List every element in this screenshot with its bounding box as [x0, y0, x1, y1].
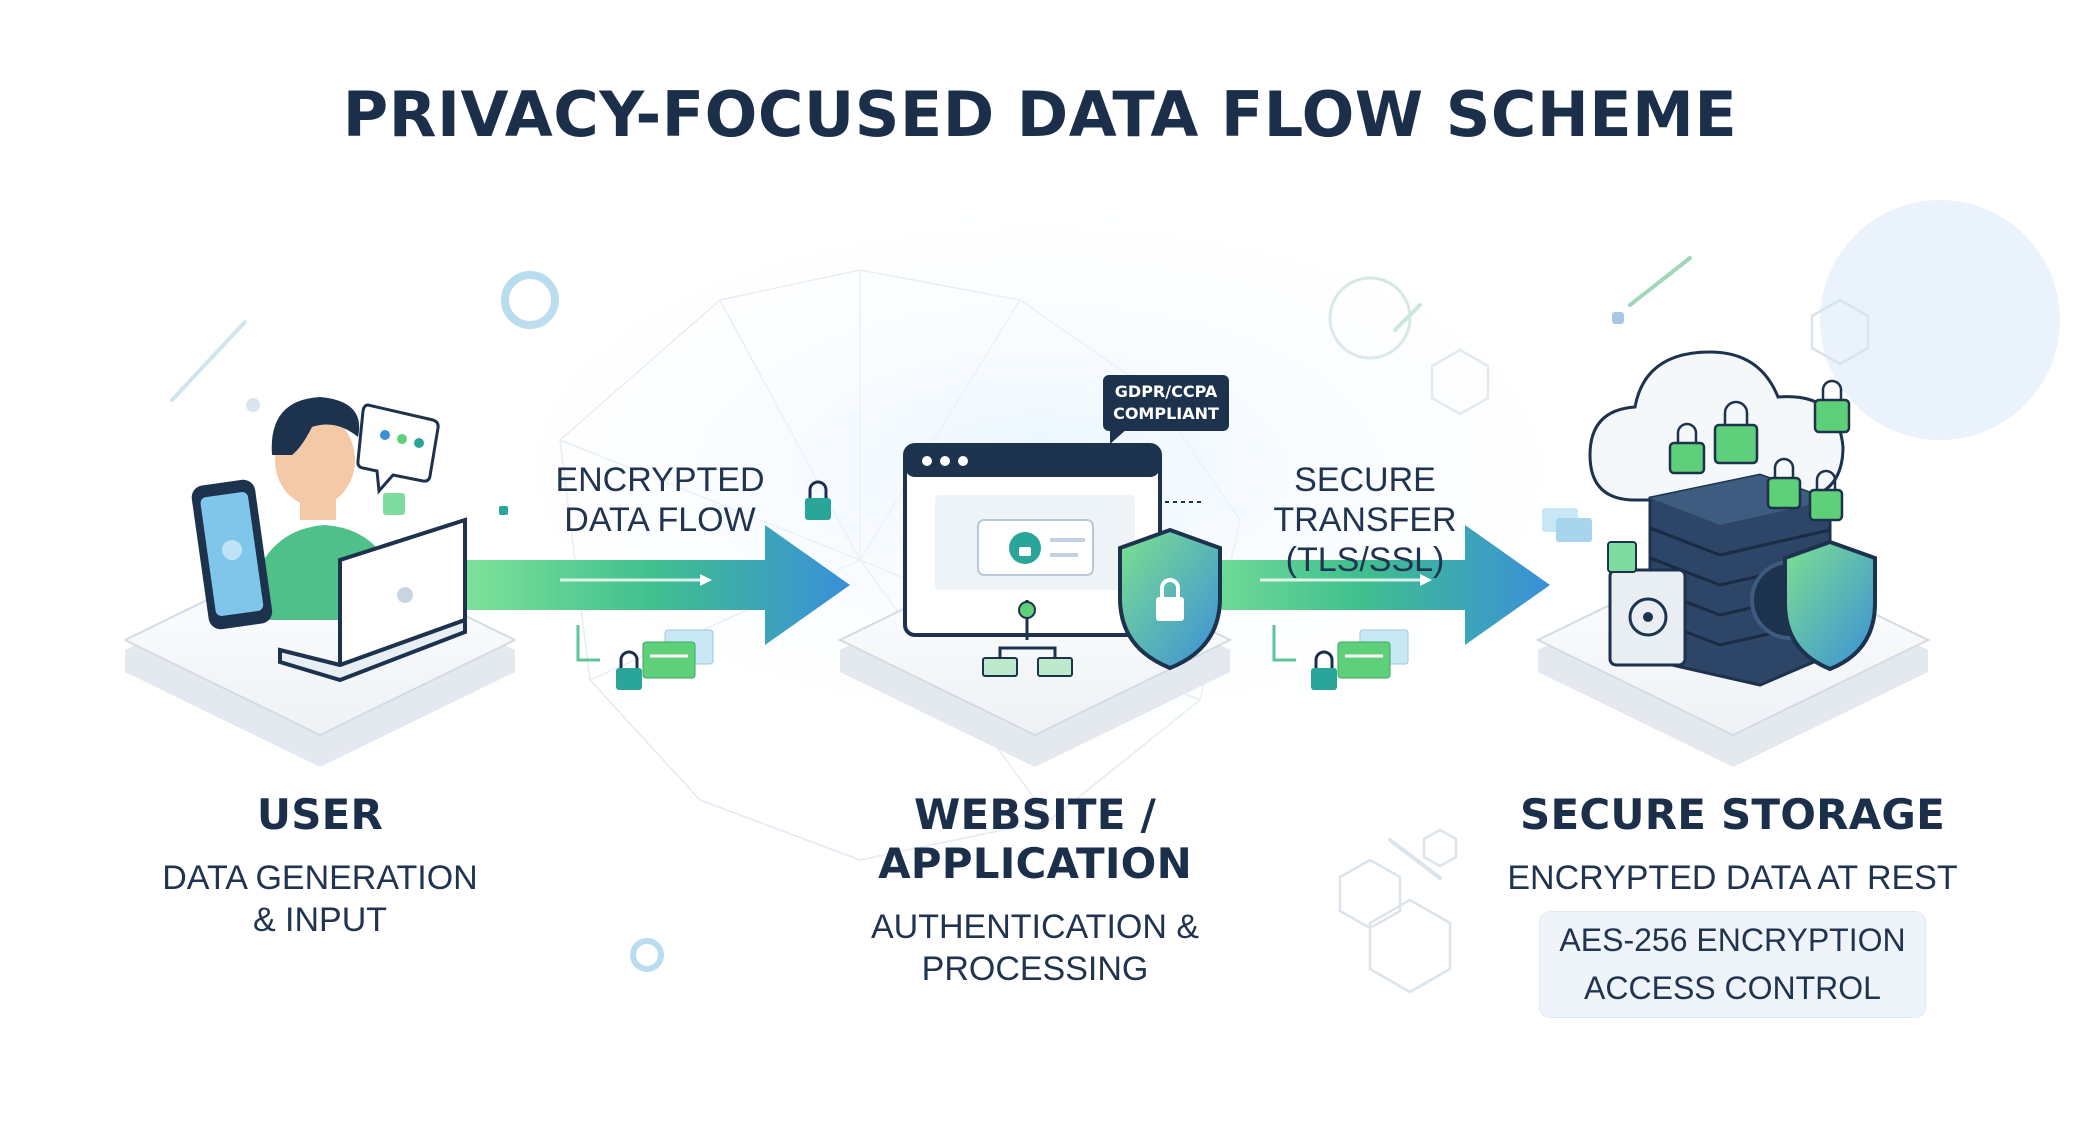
decor-square [383, 493, 405, 515]
chat-bubble-icon [356, 403, 440, 495]
compliance-badge: GDPR/CCPA COMPLIANT [1103, 375, 1229, 431]
padlock-icon [805, 480, 831, 520]
decor-dot [1612, 312, 1624, 324]
data-card-icon [1337, 629, 1409, 679]
decor-ring-small [630, 938, 664, 972]
shield-lock-icon [1118, 527, 1222, 671]
laptop-icon [278, 517, 467, 683]
arrow-label-line-2: (TLS/SSL) [1285, 541, 1445, 579]
arrow-encrypted-flow [462, 525, 850, 645]
storage-spec-box [1540, 912, 1925, 1017]
padlock-icon [616, 650, 642, 690]
person-icon [245, 397, 405, 620]
node-subtitle-line-1: DATA GENERATION [162, 859, 478, 897]
data-card-icon [642, 629, 714, 679]
node-subtitle-line-2: PROCESSING [921, 950, 1149, 988]
node-title: USER [256, 790, 384, 839]
node-user: USER DATA GENERATION & INPUT [120, 790, 520, 941]
spec-access-control: ACCESS CONTROL [1584, 970, 1881, 1006]
node-title: SECURE STORAGE [1520, 790, 1945, 839]
node-subtitle-line-2: & INPUT [252, 901, 388, 939]
compliance-badge-tail [1110, 428, 1128, 444]
padlock-icon [1311, 650, 1337, 690]
smartphone-icon [191, 479, 273, 630]
shield-icon [1783, 539, 1877, 672]
node-title: WEBSITE / APPLICATION [878, 790, 1192, 888]
arrow-secure-transfer [1175, 525, 1550, 645]
decor-dot-left [246, 398, 260, 412]
browser-window-icon [903, 443, 1162, 677]
padlock-icon [499, 506, 508, 515]
arrow-label-encrypted: ENCRYPTED DATA FLOW [540, 460, 780, 540]
decor-square [1607, 541, 1637, 573]
padlock-icon [1668, 379, 1851, 522]
arrow-label-line-1: SECURE TRANSFER [1273, 461, 1457, 539]
badge-line-2: COMPLIANT [1113, 404, 1219, 423]
node-subtitle-line-1: AUTHENTICATION & [870, 908, 1200, 946]
data-card-icon [1542, 508, 1592, 542]
node-subtitle-line-1: ENCRYPTED DATA AT REST [1507, 859, 1958, 897]
spec-encryption: AES-256 ENCRYPTION [1559, 922, 1906, 958]
arrow-label-secure-transfer: SECURE TRANSFER (TLS/SSL) [1215, 460, 1515, 580]
safe-icon [1608, 568, 1687, 667]
background-circle [1820, 200, 2060, 440]
arrow-label-line-1: ENCRYPTED [555, 461, 765, 499]
arrow-label-line-2: DATA FLOW [564, 501, 756, 539]
node-website: WEBSITE / APPLICATION AUTHENTICATION & P… [760, 790, 1310, 990]
node-storage: SECURE STORAGE ENCRYPTED DATA AT REST [1500, 790, 1965, 899]
page-title: PRIVACY-FOCUSED DATA FLOW SCHEME [342, 78, 1738, 151]
connector-lines [576, 625, 1296, 662]
badge-line-1: GDPR/CCPA [1114, 382, 1218, 401]
